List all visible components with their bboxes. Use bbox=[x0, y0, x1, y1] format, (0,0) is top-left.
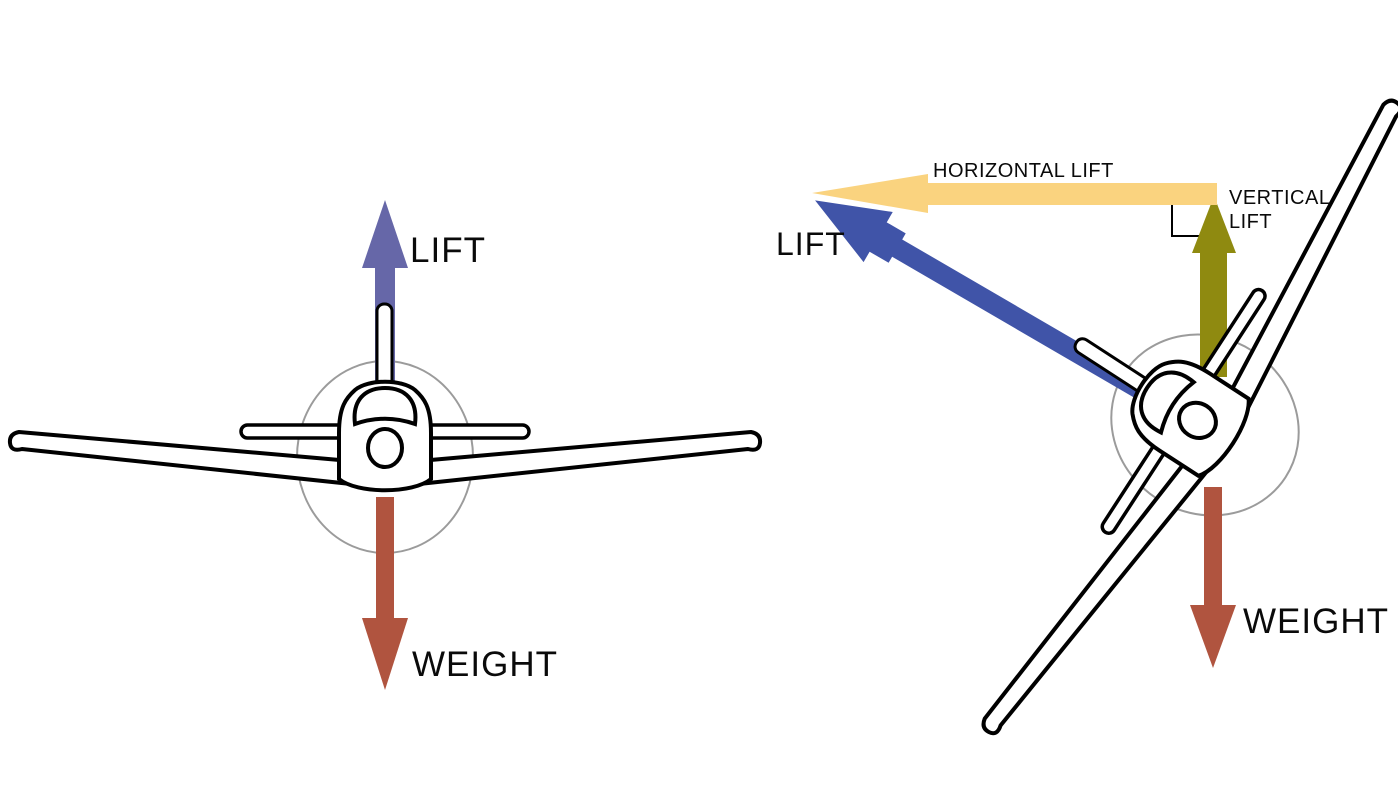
banked-turn-diagram: HORIZONTAL LIFT VERTICAL LIFT LIFT WEIGH… bbox=[776, 25, 1398, 760]
weight-arrow-level bbox=[362, 497, 408, 690]
weight-arrow-banked bbox=[1190, 487, 1236, 668]
weight-label-banked: WEIGHT bbox=[1243, 602, 1389, 641]
right-angle-marker bbox=[1171, 196, 1204, 237]
lift-label-level: LIFT bbox=[410, 231, 486, 270]
lift-arrow-banked bbox=[815, 200, 1159, 406]
weight-label-level: WEIGHT bbox=[412, 645, 558, 684]
horizontal-lift-label: HORIZONTAL LIFT bbox=[933, 160, 1114, 182]
aircraft-front-view bbox=[7, 302, 763, 493]
vertical-lift-label-line1: VERTICAL bbox=[1229, 187, 1330, 209]
vertical-lift-label-line2: LIFT bbox=[1229, 211, 1272, 233]
wings-level-diagram: LIFT WEIGHT bbox=[7, 200, 763, 690]
lift-label-banked: LIFT bbox=[776, 226, 846, 262]
horizontal-lift-arrow bbox=[812, 174, 1217, 213]
aircraft-banked-view bbox=[870, 25, 1398, 760]
